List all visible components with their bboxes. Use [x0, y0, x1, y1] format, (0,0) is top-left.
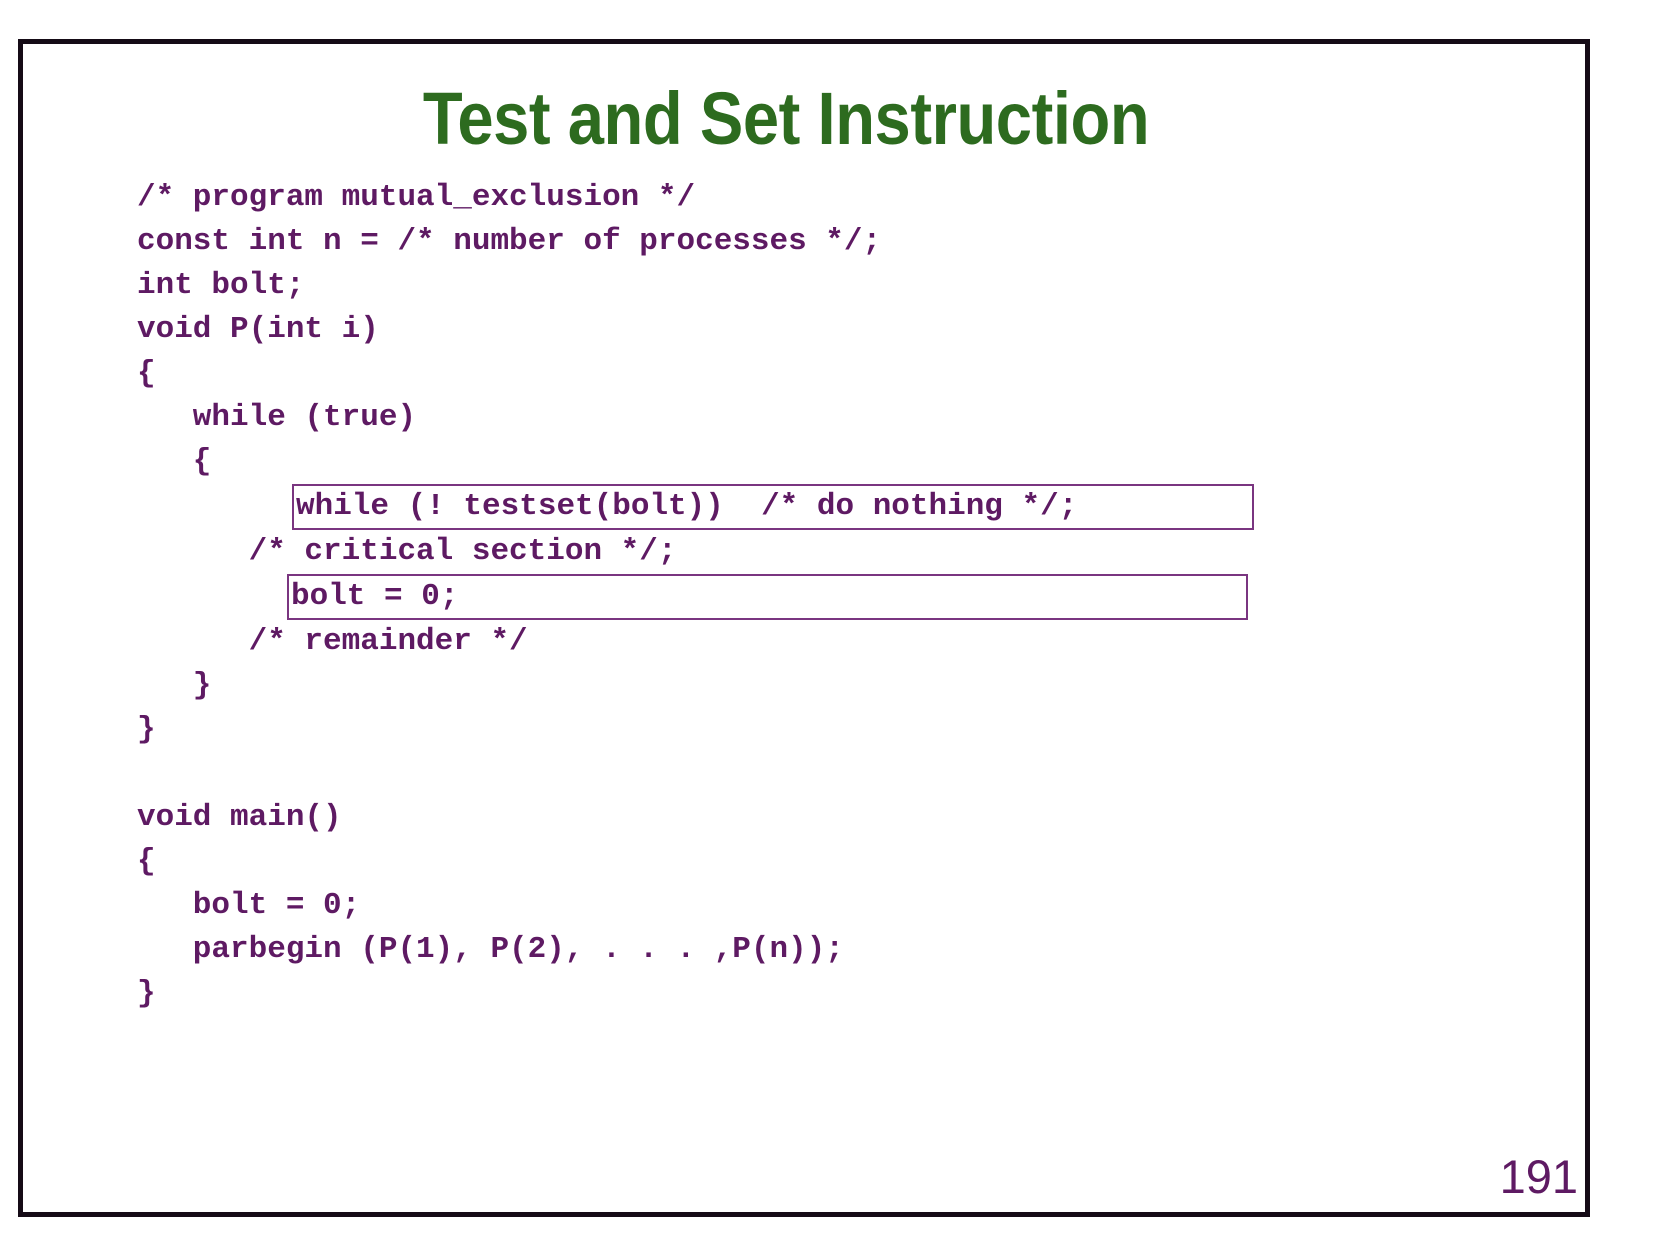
- page-number: 191: [1499, 1150, 1578, 1203]
- code-line: /* remainder */: [137, 624, 528, 659]
- code-line: int bolt;: [137, 268, 305, 303]
- code-line: {: [137, 844, 156, 879]
- slide-frame-border: [18, 39, 1590, 1217]
- code-line: [137, 752, 1517, 796]
- code-line: }: [137, 976, 156, 1011]
- code-line: void main(): [137, 800, 342, 835]
- code-block: /* program mutual_exclusion */ const int …: [137, 176, 1517, 1016]
- code-line: while (true): [137, 400, 417, 435]
- code-line: const int n = /* number of processes */;: [137, 224, 882, 259]
- page-title: Test and Set Instruction: [422, 77, 1150, 160]
- code-line-highlighted: bolt = 0;: [287, 574, 1248, 620]
- code-line: /* critical section */;: [137, 534, 677, 569]
- code-line: /* program mutual_exclusion */: [137, 180, 696, 215]
- code-line: parbegin (P(1), P(2), . . . ,P(n));: [137, 932, 844, 967]
- code-line: {: [137, 444, 212, 479]
- code-line: {: [137, 356, 156, 391]
- code-line: void P(int i): [137, 312, 379, 347]
- code-line: }: [137, 668, 212, 703]
- code-line: }: [137, 712, 156, 747]
- code-line-highlighted: while (! testset(bolt)) /* do nothing */…: [292, 484, 1254, 530]
- code-line: bolt = 0;: [137, 888, 361, 923]
